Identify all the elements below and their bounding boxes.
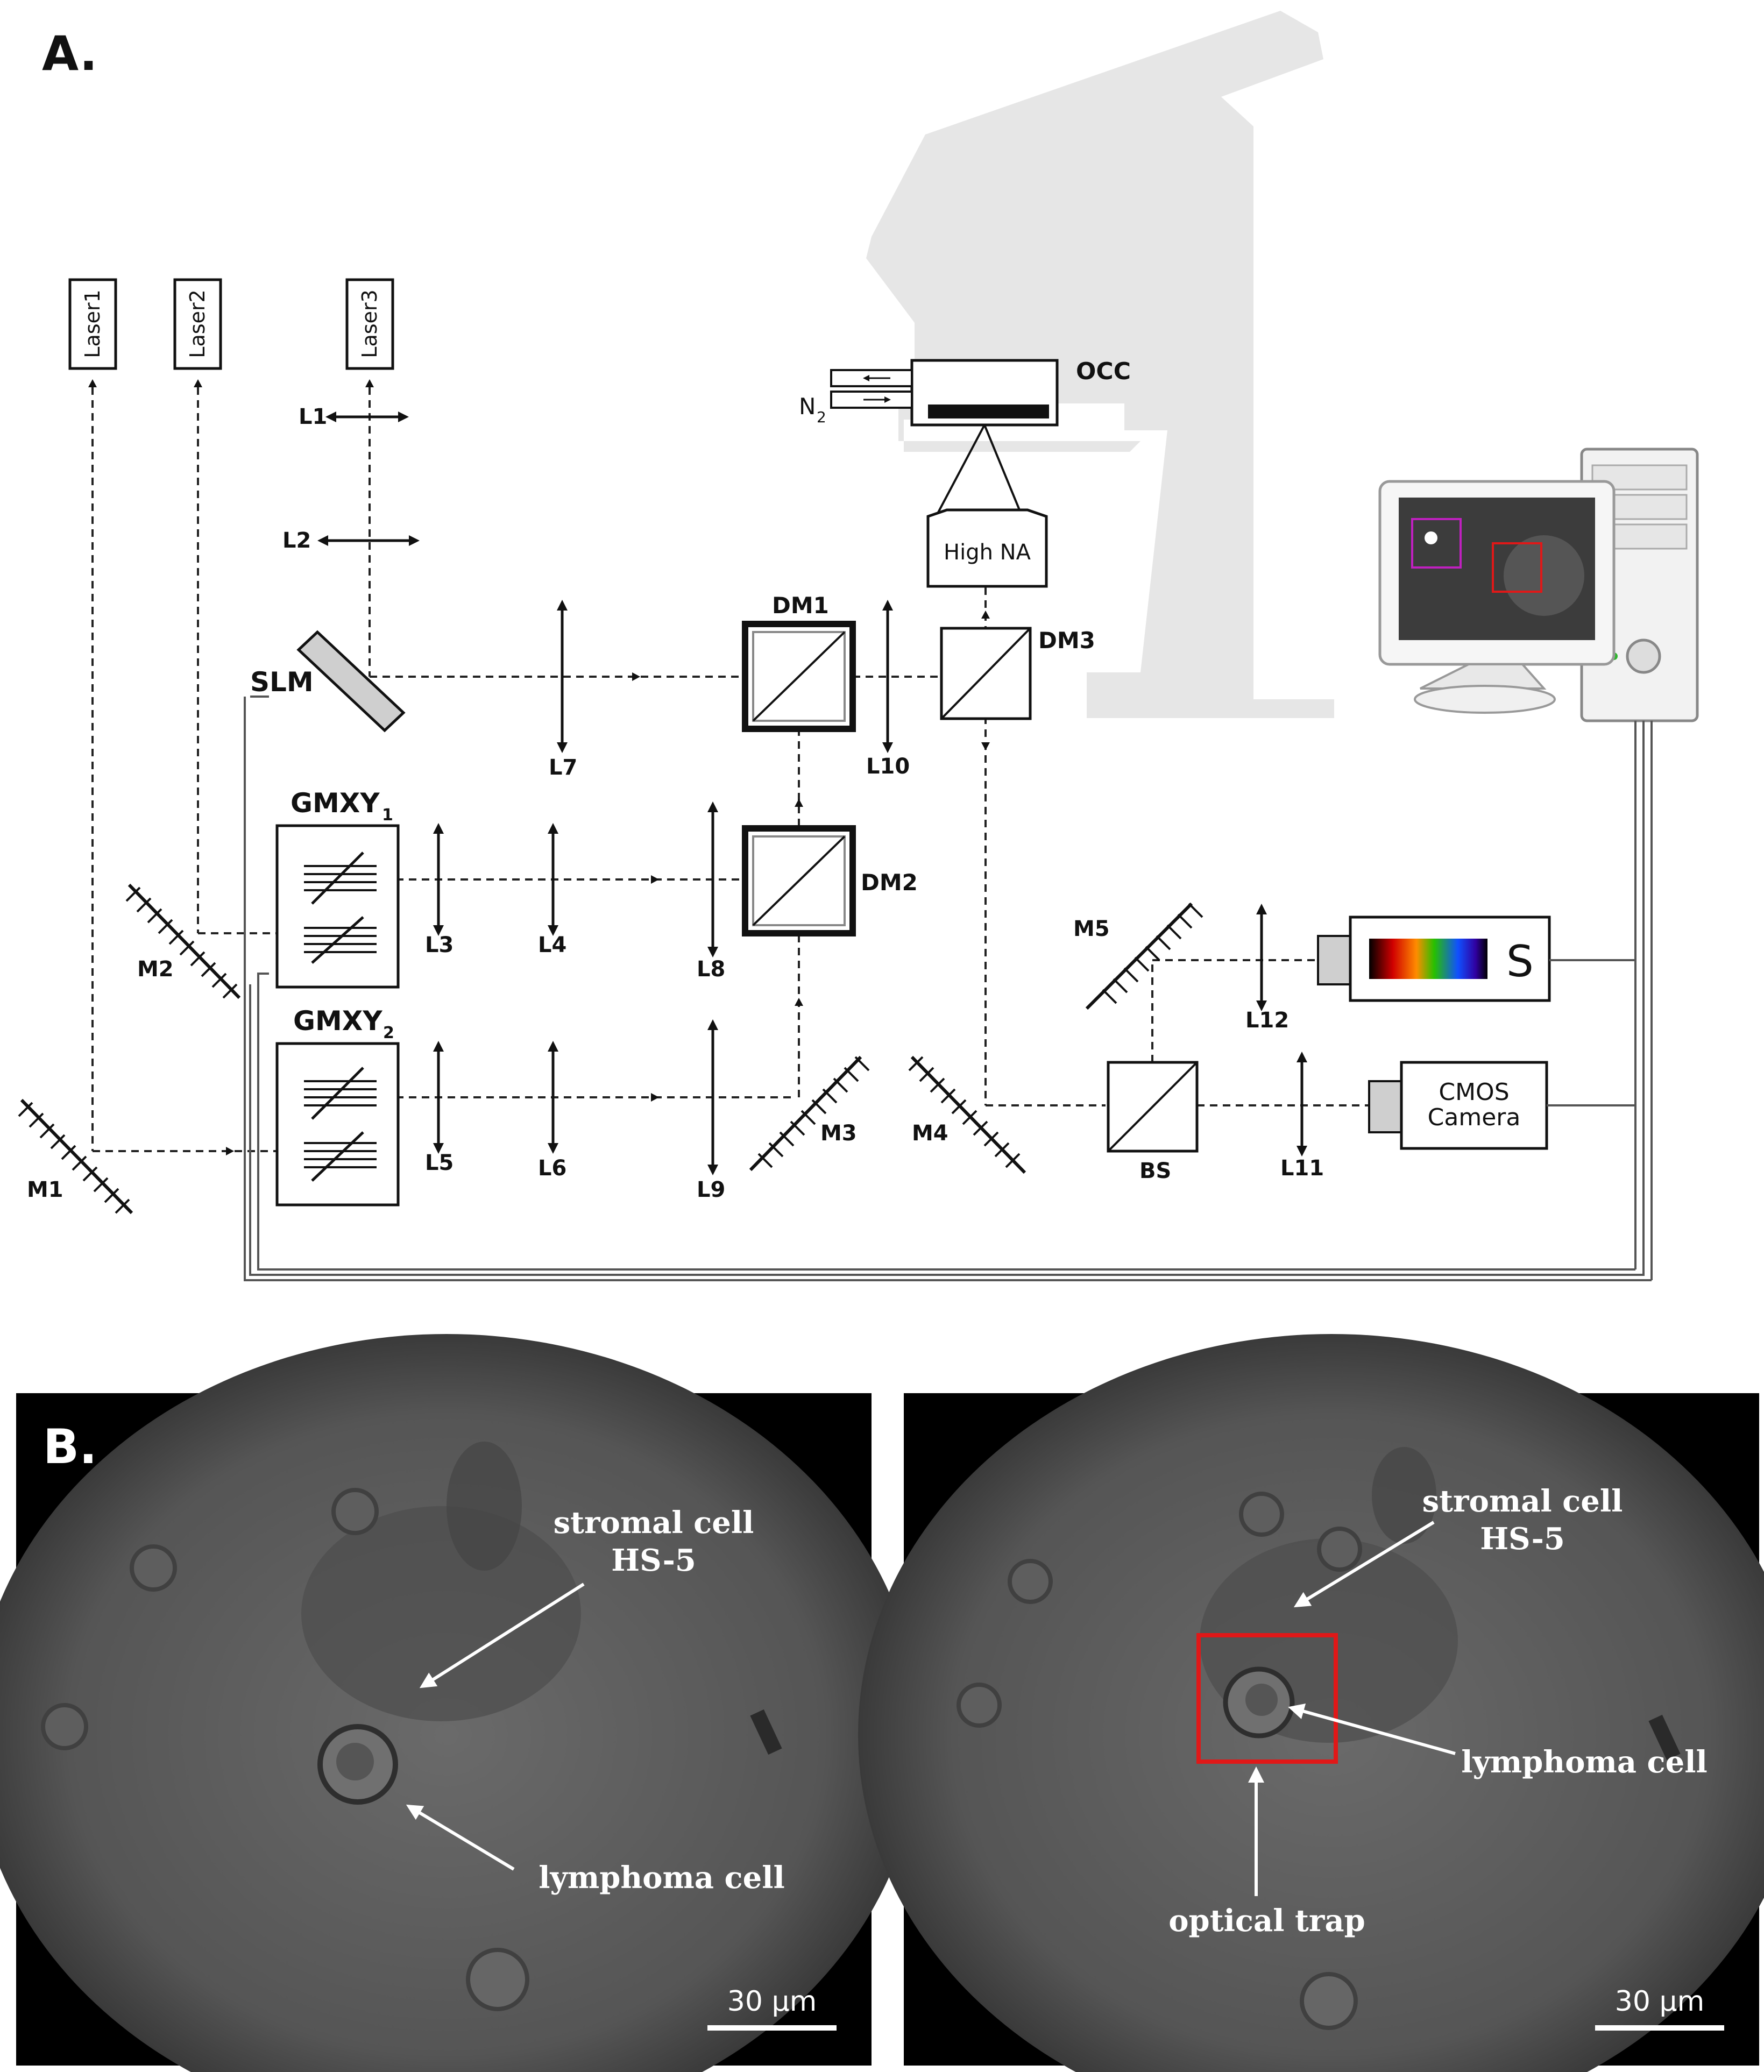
left-lymphoma-arrow [406, 1804, 515, 1871]
n2-label: N [799, 393, 816, 420]
dm3-label: DM3 [1038, 627, 1095, 654]
l11-label: L11 [1280, 1156, 1324, 1181]
laser-1-label: Laser1 [81, 289, 104, 358]
right-lymphoma-arrow [1288, 1703, 1456, 1755]
l3-label: L3 [425, 933, 454, 957]
l4-label: L4 [538, 933, 566, 957]
camera-label-line1: CMOS [1439, 1078, 1509, 1106]
spectrometer [1317, 916, 1551, 1002]
spectrometer-label: S [1506, 936, 1534, 987]
optical-trap-box [1196, 1633, 1338, 1764]
l10-label: L10 [866, 754, 910, 779]
cmos-camera [1368, 1061, 1548, 1150]
m5-label: M5 [1073, 917, 1110, 941]
mirror-m2 [125, 883, 241, 999]
gmxy2 [275, 1042, 400, 1207]
left-scale-bar [707, 2025, 837, 2031]
laser-3-label: Laser3 [358, 289, 381, 358]
right-stromal-arrow [1293, 1521, 1435, 1608]
left-lymphoma-label: lymphoma cell [539, 1860, 785, 1896]
right-lymphoma-label: lymphoma cell [1461, 1744, 1708, 1780]
objective [926, 424, 1048, 588]
slm-label: SLM [250, 666, 314, 698]
gmxy2-label: GMXY [293, 1005, 382, 1037]
l5-label: L5 [425, 1151, 454, 1175]
beam-paths [88, 379, 1369, 1155]
occ-label: OCC [1076, 358, 1131, 385]
control-wires [244, 696, 1653, 1281]
l12-label: L12 [1245, 1008, 1289, 1033]
computer [1378, 448, 1699, 722]
l1-label: L1 [299, 405, 327, 429]
gmxy1 [275, 824, 400, 989]
left-stromal-label-line2: HS-5 [611, 1543, 696, 1578]
l9-label: L9 [697, 1177, 725, 1202]
l8-label: L8 [697, 957, 725, 982]
laser-3: Laser3 [345, 278, 394, 370]
gmxy2-subscript: 2 [383, 1024, 394, 1042]
m3-label: M3 [820, 1121, 857, 1146]
mirror-m5 [1085, 902, 1203, 1010]
microscope-body [866, 11, 1334, 718]
laser-2-label: Laser2 [186, 289, 209, 358]
gmxy1-subscript: 1 [382, 806, 393, 825]
right-scale-label: 30 µm [1615, 1985, 1704, 2018]
micrograph-left [0, 1334, 920, 2072]
m4-label: M4 [912, 1121, 948, 1146]
mirror-m4 [908, 1055, 1026, 1174]
l7-label: L7 [549, 755, 577, 780]
mirror-m3 [749, 1055, 870, 1172]
objective-label: High NA [944, 540, 1031, 565]
right-stromal-label-line1: stromal cell [1422, 1484, 1623, 1519]
panel-a-label: A. [42, 26, 97, 81]
left-stromal-arrow [419, 1583, 585, 1688]
micrograph-right [858, 1334, 1764, 2072]
right-scale-bar [1595, 2025, 1724, 2031]
dm2-label: DM2 [861, 869, 918, 896]
gmxy1-label: GMXY [291, 787, 380, 819]
camera-label-line2: Camera [1428, 1104, 1521, 1131]
left-scale-label: 30 µm [727, 1985, 817, 2018]
n2-subscript: 2 [817, 408, 826, 426]
right-stromal-label-line2: HS-5 [1480, 1521, 1565, 1557]
panel-b-label: B. [43, 1419, 97, 1474]
optical-trap-label: optical trap [1168, 1903, 1365, 1939]
dm2 [742, 825, 856, 936]
mirror-m1 [18, 1098, 133, 1215]
left-stromal-label-line1: stromal cell [554, 1505, 754, 1541]
beamsplitter [1107, 1061, 1199, 1153]
l2-label: L2 [282, 528, 311, 553]
dm1 [742, 621, 856, 732]
dm1-label: DM1 [772, 592, 829, 619]
laser-1: Laser1 [68, 278, 117, 370]
bs-label: BS [1139, 1159, 1171, 1183]
dm3 [940, 627, 1032, 720]
laser-2: Laser2 [173, 278, 222, 370]
m2-label: M2 [137, 957, 174, 982]
occ-chamber [830, 359, 1059, 427]
l6-label: L6 [538, 1156, 566, 1181]
m1-label: M1 [27, 1177, 63, 1202]
slm [296, 630, 406, 733]
